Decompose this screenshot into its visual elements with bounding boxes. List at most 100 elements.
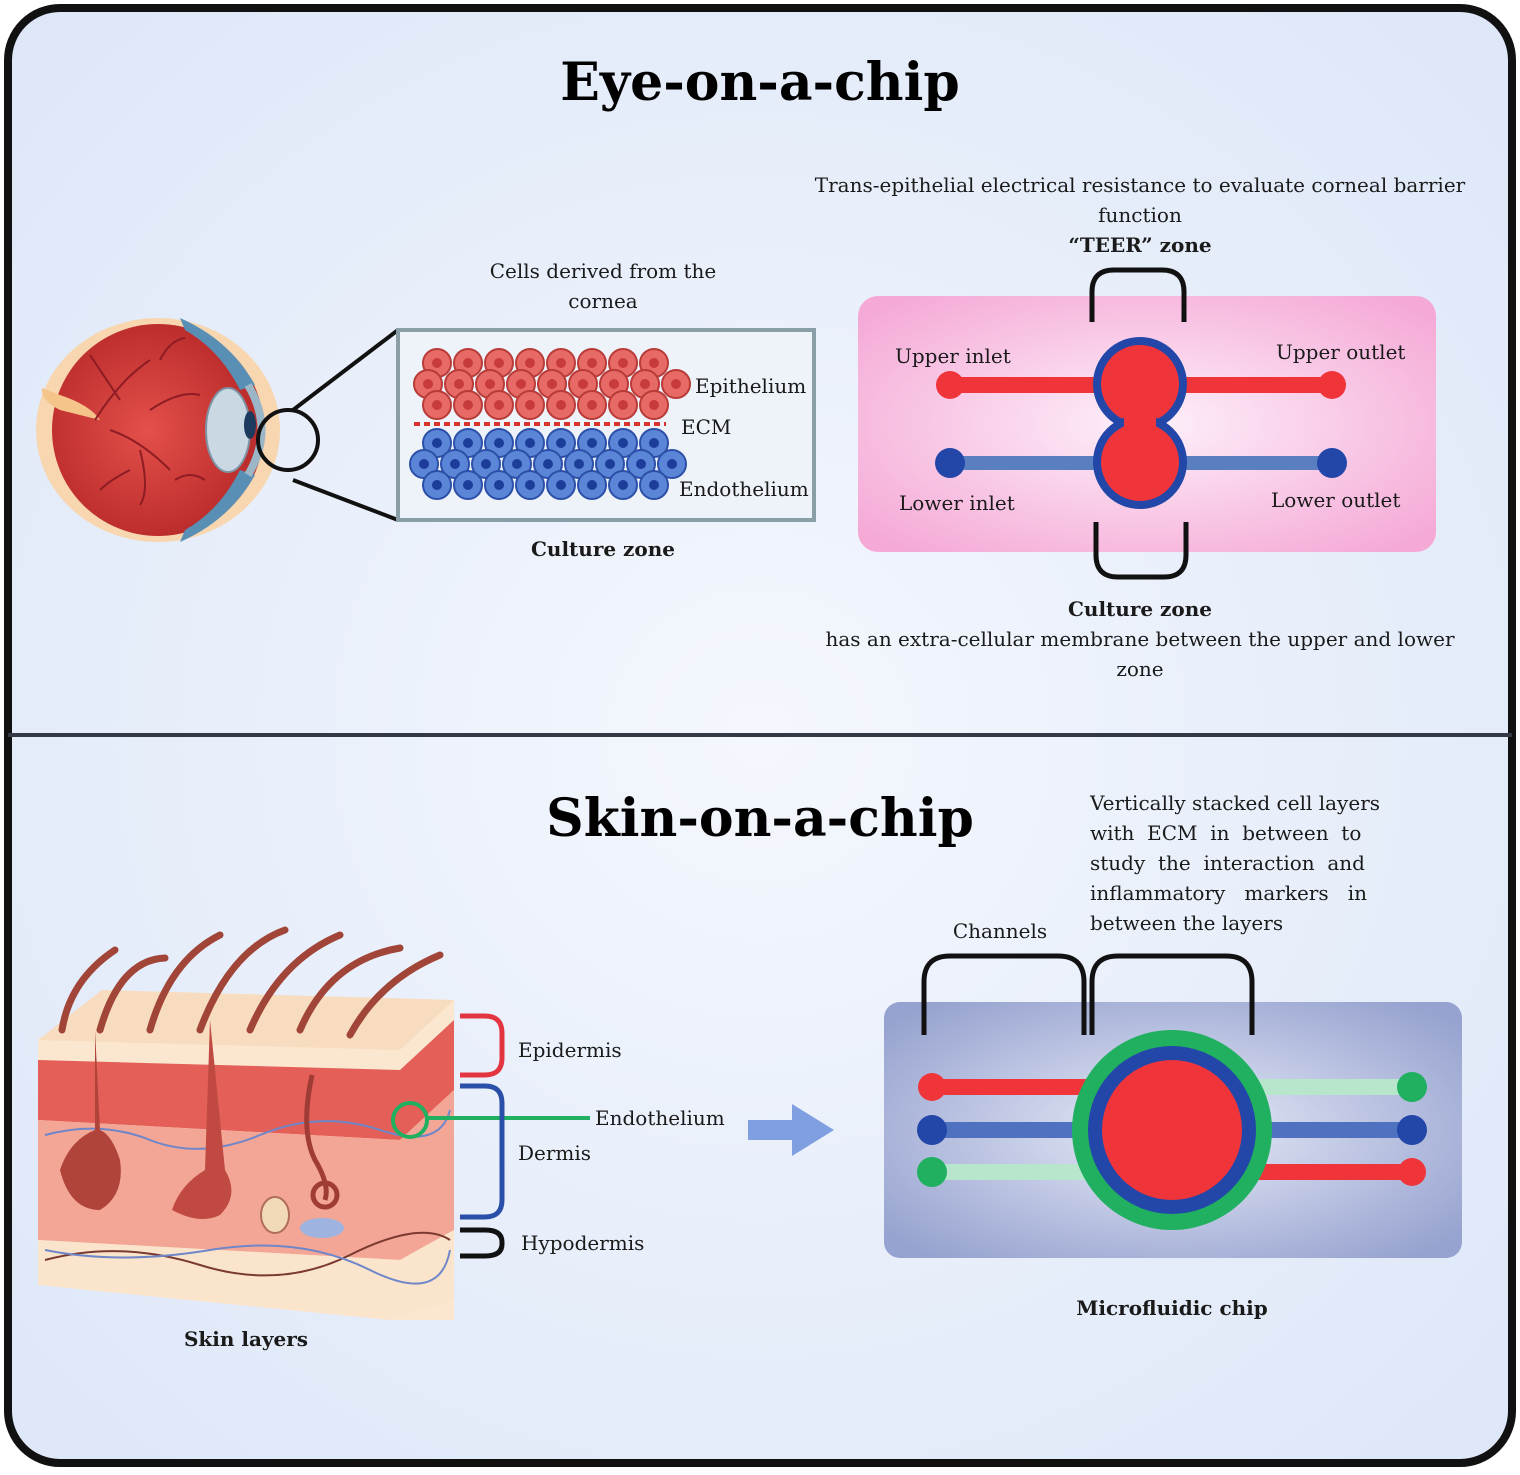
epithelium-cells: [413, 348, 691, 420]
endothelium-cell-nucleus: [494, 480, 504, 490]
endothelium-cell-nucleus: [605, 459, 615, 469]
endothelium-cell-nucleus: [618, 438, 628, 448]
microfluidic-chip-label: Microfluidic chip: [1076, 1296, 1268, 1320]
endothelium-cell-nucleus: [556, 438, 566, 448]
epithelium-cell-nucleus: [556, 358, 566, 368]
culture-zone-label: Culture zone: [531, 537, 675, 561]
port-bottom-right: [1398, 1158, 1426, 1186]
endothelium-cell-nucleus: [587, 438, 597, 448]
lower-outlet-label: Lower outlet: [1271, 488, 1400, 512]
lower-inlet-label: Lower inlet: [899, 491, 1015, 515]
dermis-label: Dermis: [518, 1141, 591, 1165]
epithelium-cell-nucleus: [525, 358, 535, 368]
epithelium-cell-nucleus: [547, 379, 557, 389]
cornea-caption-line1: Cells derived from the: [490, 259, 717, 283]
channels-label: Channels: [953, 919, 1047, 943]
endothelium-cell-nucleus: [649, 438, 659, 448]
endothelium-cell-nucleus: [494, 438, 504, 448]
channels-bracket-left: [921, 953, 1087, 1035]
epithelium-cell-nucleus: [432, 358, 442, 368]
port-bottom-left: [917, 1157, 947, 1187]
stack-caption-line1: Vertically stacked cell layers: [1089, 791, 1380, 815]
upper-outlet-label: Upper outlet: [1276, 340, 1405, 364]
stack-caption-line4: inflammatory markers in: [1090, 881, 1367, 905]
membrane-caption-line1: has an extra-cellular membrane between t…: [825, 627, 1454, 651]
membrane-caption-line2: zone: [1116, 657, 1163, 681]
epithelium-cell-nucleus: [423, 379, 433, 389]
endothelium-cell-nucleus: [618, 480, 628, 490]
teer-caption-line1: Trans-epithelial electrical resistance t…: [815, 173, 1466, 197]
endothelium-cell-nucleus: [450, 459, 460, 469]
epithelium-cell-nucleus: [618, 358, 628, 368]
endothelium-cell-nucleus: [574, 459, 584, 469]
epithelium-cell-nucleus: [649, 358, 659, 368]
epithelium-cell-nucleus: [463, 358, 473, 368]
lower-inlet-port: [935, 448, 965, 478]
hypodermis-label: Hypodermis: [521, 1231, 644, 1255]
epidermis-bracket: [460, 1013, 505, 1078]
teer-caption-line2: function: [1098, 203, 1182, 227]
endothelium-cell-nucleus: [463, 438, 473, 448]
epithelium-cell-nucleus: [587, 358, 597, 368]
epithelium-cell-nucleus: [516, 379, 526, 389]
skin-layers-label: Skin layers: [184, 1327, 308, 1351]
chip-culture-zone-label: Culture zone: [1068, 597, 1212, 621]
eye-illustration: [36, 318, 280, 542]
cornea-zoom-circle: [256, 408, 320, 472]
teer-bracket: [1089, 267, 1187, 322]
endothelium-cell-nucleus: [667, 459, 677, 469]
skin-section-title: Skin-on-a-chip: [546, 788, 974, 849]
epithelium-cell-nucleus: [432, 400, 442, 410]
lower-chamber: [1093, 415, 1187, 509]
eye-section-title: Eye-on-a-chip: [560, 52, 959, 113]
stack-caption-line2: with ECM in between to: [1090, 821, 1361, 845]
zoom-line-top: [291, 328, 400, 412]
stack-caption-line5: between the layers: [1090, 911, 1283, 935]
endothelium-skin-label: Endothelium: [595, 1106, 725, 1130]
endothelium-cell-nucleus: [525, 480, 535, 490]
epithelium-cell-nucleus: [454, 379, 464, 389]
endothelium-label: Endothelium: [679, 477, 809, 501]
endothelium-cell-nucleus: [512, 459, 522, 469]
epithelium-cell-nucleus: [525, 400, 535, 410]
upper-inlet-label: Upper inlet: [895, 344, 1011, 368]
epithelium-cell-nucleus: [618, 400, 628, 410]
upper-inlet-port: [936, 371, 964, 399]
flow-arrow: [748, 1104, 834, 1156]
teer-zone-label: “TEER” zone: [1068, 233, 1211, 257]
epidermis-label: Epidermis: [518, 1038, 622, 1062]
endothelium-cell-nucleus: [556, 480, 566, 490]
skin-layers-illustration: [38, 926, 454, 1320]
zoom-line-bottom: [292, 478, 399, 522]
stack-caption-line3: study the interaction and: [1090, 851, 1365, 875]
epithelium-cell-nucleus: [463, 400, 473, 410]
port-middle-right: [1397, 1115, 1427, 1145]
endothelium-cell-nucleus: [463, 480, 473, 490]
epithelium-cell-nucleus: [587, 400, 597, 410]
epithelium-cell-nucleus: [578, 379, 588, 389]
endothelium-cell-nucleus: [419, 459, 429, 469]
endothelium-cell-nucleus: [432, 438, 442, 448]
culture-zone-bracket: [1093, 522, 1189, 580]
epithelium-label: Epithelium: [695, 374, 806, 398]
dermis-bracket: [460, 1083, 505, 1220]
upper-outlet-port: [1318, 371, 1346, 399]
port-top-right: [1397, 1072, 1427, 1102]
upper-chamber: [1093, 337, 1187, 431]
chamber-junction: [1124, 415, 1156, 431]
ecm-label: ECM: [681, 415, 731, 439]
port-middle-left: [917, 1115, 947, 1145]
endothelium-cell-nucleus: [543, 459, 553, 469]
epithelium-cell-nucleus: [640, 379, 650, 389]
lower-outlet-port: [1317, 448, 1347, 478]
endothelium-cell-nucleus: [432, 480, 442, 490]
endothelium-cell-nucleus: [649, 480, 659, 490]
epithelium-cell-nucleus: [556, 400, 566, 410]
channels-bracket-right: [1089, 953, 1255, 1035]
endothelium-cells: [409, 428, 687, 500]
chamber-core: [1102, 1060, 1242, 1200]
endothelium-cell-nucleus: [481, 459, 491, 469]
epithelium-cell-nucleus: [485, 379, 495, 389]
